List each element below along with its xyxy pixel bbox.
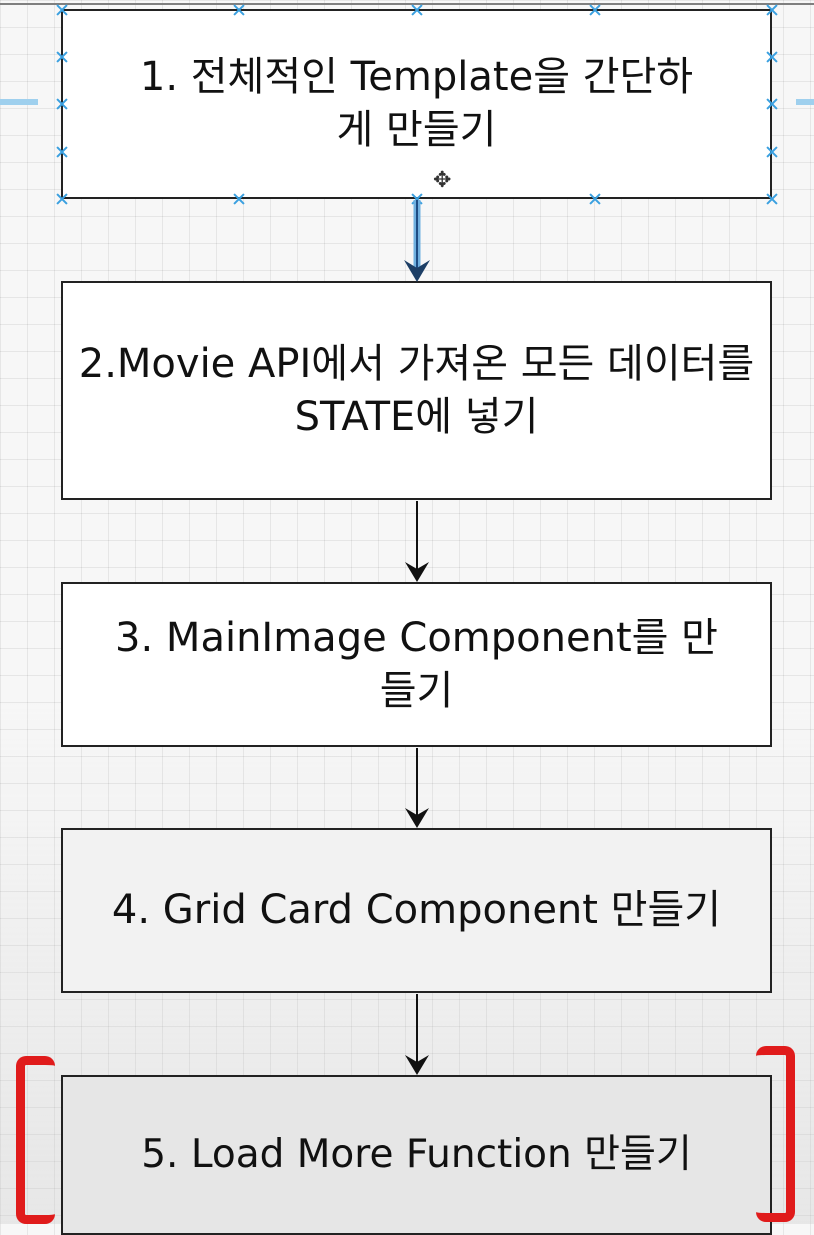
connector-2-3[interactable] bbox=[405, 501, 429, 582]
alignment-guide-right bbox=[796, 99, 814, 105]
canvas-top-border bbox=[0, 3, 814, 5]
step-3-label: 3. MainImage Component를 만들기 bbox=[115, 614, 718, 714]
step-3-box[interactable]: 3. MainImage Component를 만들기 bbox=[61, 582, 772, 747]
red-highlight-bracket-left bbox=[16, 1056, 55, 1224]
step-4-label: 4. Grid Card Component 만들기 bbox=[111, 887, 722, 934]
connector-4-5[interactable] bbox=[405, 994, 429, 1075]
step-2-box[interactable]: 2.Movie API에서 가져온 모든 데이터를 STATE에 넣기 bbox=[61, 281, 772, 500]
step-5-label: 5. Load More Function 만들기 bbox=[141, 1132, 692, 1178]
step-4-box[interactable]: 4. Grid Card Component 만들기 bbox=[61, 828, 772, 993]
alignment-guide-left bbox=[0, 99, 38, 105]
connector-1-2[interactable] bbox=[404, 200, 430, 282]
step-1-label: 1. 전체적인 Template을 간단하게 만들기 bbox=[139, 54, 694, 153]
red-highlight-bracket-right bbox=[756, 1046, 795, 1222]
step-2-label: 2.Movie API에서 가져온 모든 데이터를 STATE에 넣기 bbox=[78, 340, 755, 440]
move-cursor-icon: ✥ bbox=[433, 168, 452, 193]
connector-3-4[interactable] bbox=[405, 748, 429, 828]
